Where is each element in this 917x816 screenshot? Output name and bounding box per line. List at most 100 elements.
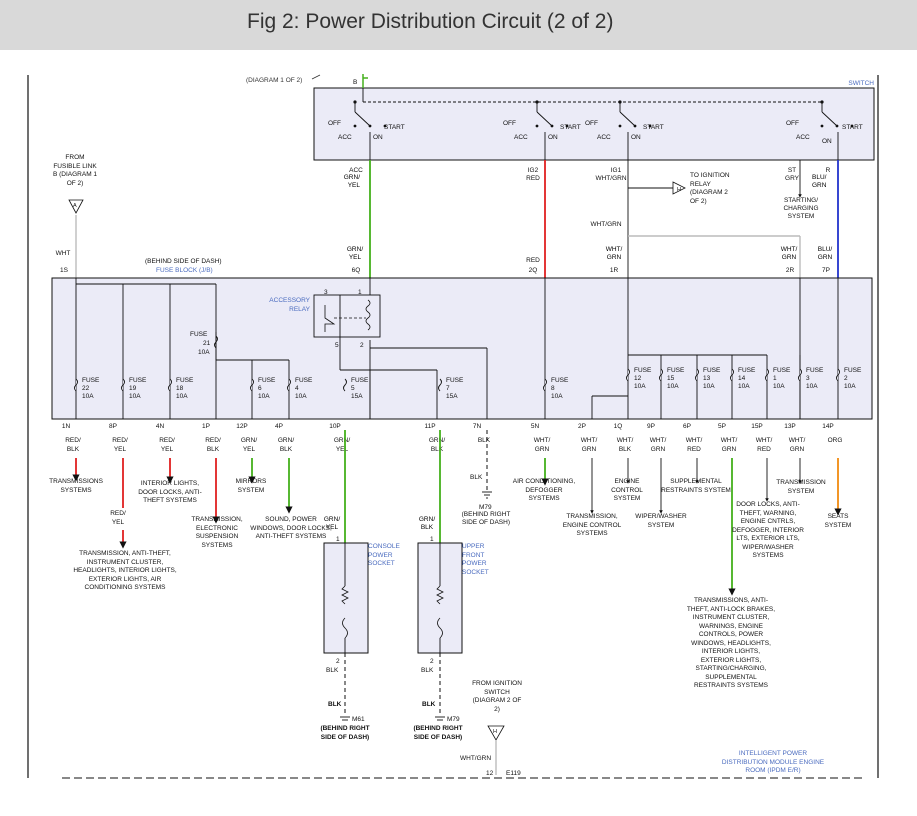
fuse-number: 7 bbox=[446, 385, 450, 392]
output-wire-8p: RED/ YEL bbox=[112, 437, 128, 453]
fuse-amperage: 10A bbox=[129, 393, 141, 400]
dest-6p: SUPPLEMENTAL RESTRAINTS SYSTEM bbox=[661, 478, 731, 494]
fuse-number: 19 bbox=[129, 385, 137, 392]
dest-2p: TRANSMISSION, ENGINE CONTROL SYSTEMS bbox=[562, 513, 622, 537]
fuse-number: 14 bbox=[738, 375, 746, 382]
output-wire-7n: BLK bbox=[477, 437, 491, 444]
sw2-start: START bbox=[560, 124, 581, 131]
sw3-off: OFF bbox=[585, 120, 598, 127]
dest-1q: ENGINE CONTROL SYSTEM bbox=[611, 478, 643, 502]
wire-st-in: WHT/ GRN bbox=[780, 246, 798, 261]
output-pin-13p: 13P bbox=[784, 423, 796, 430]
fuse-symbol bbox=[121, 378, 125, 392]
fuse-number: 6 bbox=[258, 385, 262, 392]
output-pin-4p: 4P bbox=[275, 423, 283, 430]
upper-pin-out: 2 bbox=[430, 658, 434, 665]
sw3-on: ON bbox=[631, 134, 641, 141]
to-ignition-relay: TO IGNITION RELAY (DIAGRAM 2 OF 2) bbox=[690, 172, 730, 205]
dest-4p: SOUND, POWER WINDOWS, DOOR LOCKS, ANTI-T… bbox=[250, 516, 332, 540]
output-wire2-8p: RED/ YEL bbox=[110, 510, 126, 526]
sw3-start: START bbox=[643, 124, 664, 131]
out-acc-label: ACC bbox=[349, 167, 363, 174]
ignition-switch-contacts bbox=[354, 102, 839, 160]
from-ign-pin: 12 bbox=[486, 770, 494, 777]
output-pin-8p: 8P bbox=[109, 423, 117, 430]
fuse-amperage: 15A bbox=[446, 393, 458, 400]
fuse-name: FUSE bbox=[82, 377, 100, 384]
dest-4n: INTERIOR LIGHTS, DOOR LOCKS, ANTI-THEFT … bbox=[138, 480, 202, 504]
output-wire-14p: ORG bbox=[827, 437, 843, 444]
starting-charging-system: STARTING/ CHARGING SYSTEM bbox=[783, 197, 819, 220]
dest-1n: TRANSMISSIONS SYSTEMS bbox=[49, 478, 103, 494]
console-wire-out: BLK bbox=[326, 667, 339, 674]
sw2-acc: ACC bbox=[514, 134, 528, 141]
console-socket-name: CONSOLE POWER SOCKET bbox=[368, 543, 400, 567]
wire-fusible: WHT bbox=[56, 250, 71, 257]
fuse-name: FUSE bbox=[844, 367, 862, 374]
sw1-off: OFF bbox=[328, 120, 341, 127]
fuse-name: FUSE bbox=[351, 377, 369, 384]
upper-gnd-location: (BEHIND RIGHT SIDE OF DASH) bbox=[413, 725, 463, 741]
fuse-amperage: 10A bbox=[176, 393, 188, 400]
sw2-on: ON bbox=[548, 134, 558, 141]
ground-7n-wire: BLK bbox=[470, 474, 483, 481]
output-pin-6p: 6P bbox=[683, 423, 691, 430]
output-wire-9p: WHT/ GRN bbox=[649, 437, 667, 453]
fuse-symbol bbox=[836, 368, 840, 382]
fuse-symbol bbox=[695, 368, 699, 382]
fuse-name: FUSE bbox=[667, 367, 685, 374]
fuse21-num: 21 bbox=[203, 340, 211, 347]
output-pin-1q: 1Q bbox=[614, 423, 623, 430]
accessory-relay-label: ACCESSORY RELAY bbox=[269, 297, 310, 313]
out-st-label: ST bbox=[788, 167, 796, 174]
ipdm-label: INTELLIGENT POWER DISTRIBUTION MODULE EN… bbox=[721, 750, 825, 774]
fuse-amperage: 10A bbox=[667, 383, 679, 390]
sw3-acc: ACC bbox=[597, 134, 611, 141]
output-pin-9p: 9P bbox=[647, 423, 655, 430]
fuse-amperage: 10A bbox=[551, 393, 563, 400]
relay-pin-5: 5 bbox=[335, 342, 339, 349]
output-pin-10p: 10P bbox=[329, 423, 341, 430]
console-pin-in: 1 bbox=[336, 536, 340, 543]
fuse-name: FUSE bbox=[551, 377, 569, 384]
upper-wire-out: BLK bbox=[421, 667, 434, 674]
fuse-number: 18 bbox=[176, 385, 184, 392]
ignition-pin-b: B bbox=[353, 79, 357, 86]
to-ign-relay-conn: H bbox=[677, 187, 681, 193]
ignition-ref: (DIAGRAM 1 OF 2) bbox=[246, 77, 302, 84]
from-ignition-switch: FROM IGNITION SWITCH (DIAGRAM 2 OF 2) bbox=[472, 680, 522, 713]
pin-1s: 1S bbox=[60, 267, 69, 274]
fuse21-name: FUSE bbox=[190, 331, 208, 338]
fuse-symbol bbox=[168, 378, 172, 392]
from-fusible-link: FROM FUSIBLE LINK B (DIAGRAM 1 OF 2) bbox=[52, 154, 98, 187]
fuse21-amp: 10A bbox=[198, 349, 210, 356]
fuse-block bbox=[51, 277, 873, 420]
wire-ig2-in: RED bbox=[526, 257, 540, 264]
output-wire-1q: WHT/ BLK bbox=[616, 437, 634, 453]
dest-5n: AIR CONDITIONING, DEFOGGER SYSTEMS bbox=[512, 478, 576, 502]
sw1-start: START bbox=[384, 124, 405, 131]
output-pin-12p: 12P bbox=[236, 423, 248, 430]
out-ig2-label: IG2 bbox=[528, 167, 539, 174]
fuse-symbol bbox=[543, 378, 547, 392]
output-pin-4n: 4N bbox=[156, 423, 165, 430]
output-pin-14p: 14P bbox=[822, 423, 834, 430]
fuse-amperage: 10A bbox=[773, 383, 785, 390]
fuse-symbol bbox=[659, 368, 663, 382]
ground-7n-location: (BEHIND RIGHT SIDE OF DASH) bbox=[461, 511, 511, 526]
dest-8p: TRANSMISSION, ANTI-THEFT, INSTRUMENT CLU… bbox=[73, 550, 177, 591]
fuse-symbol bbox=[798, 368, 802, 382]
pin-6q: 6Q bbox=[352, 267, 361, 274]
console-gnd-name: M61 bbox=[352, 716, 365, 723]
fuse-amperage: 10A bbox=[295, 393, 307, 400]
ignition-switch-box bbox=[313, 87, 875, 161]
pin-2q: 2Q bbox=[529, 267, 538, 274]
dest-12p: MIRRORS SYSTEM bbox=[235, 478, 267, 494]
wire-ig2: RED bbox=[526, 175, 540, 182]
pin-7p: 7P bbox=[822, 267, 830, 274]
dest-1p: TRANSMISSION, ELECTRONIC SUSPENSION SYST… bbox=[191, 516, 243, 549]
output-wire-10p: GRN/ YEL bbox=[333, 437, 351, 453]
fuse-number: 2 bbox=[844, 375, 848, 382]
from-ign-wire: WHT/GRN bbox=[460, 755, 491, 762]
